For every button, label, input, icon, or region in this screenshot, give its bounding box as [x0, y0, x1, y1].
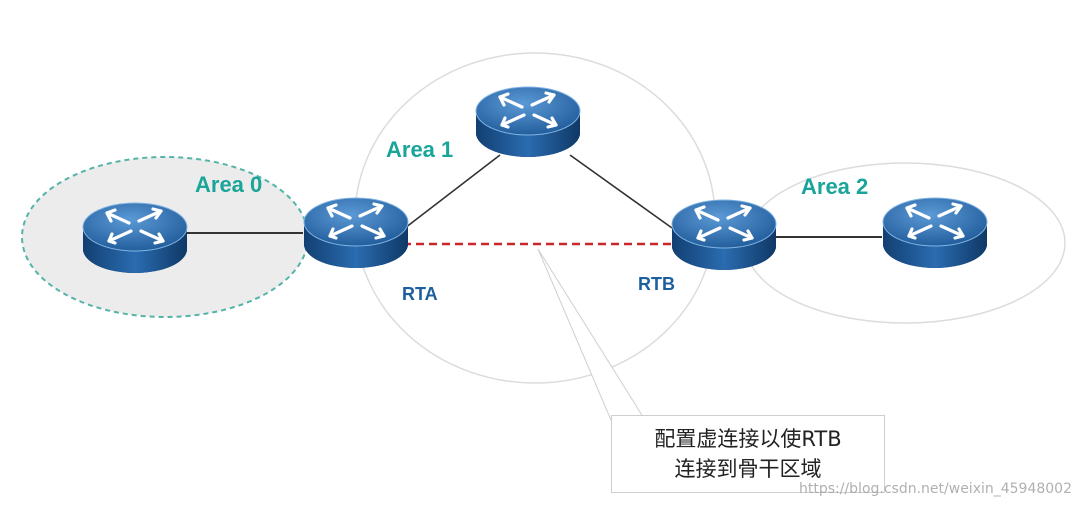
router-rta [302, 196, 410, 270]
router-right [881, 196, 989, 270]
callout-box: 配置虚连接以使RTB 连接到骨干区域 [611, 415, 885, 493]
router-top [474, 85, 582, 159]
callout-line-2: 连接到骨干区域 [674, 457, 822, 481]
watermark: https://blog.csdn.net/weixin_45948002 [798, 481, 1072, 497]
callout-line-1: 配置虚连接以使RTB [654, 427, 842, 451]
router-left [81, 201, 189, 275]
area0-label: Area 0 [195, 172, 262, 197]
rta-label: RTA [402, 284, 438, 304]
link-top-rtb [569, 154, 673, 229]
router-rtb [670, 198, 778, 272]
area1-label: Area 1 [386, 137, 453, 162]
rtb-label: RTB [638, 274, 675, 294]
link-rta-top [404, 154, 501, 229]
callout-pointer [537, 248, 646, 421]
area2-label: Area 2 [801, 174, 868, 199]
